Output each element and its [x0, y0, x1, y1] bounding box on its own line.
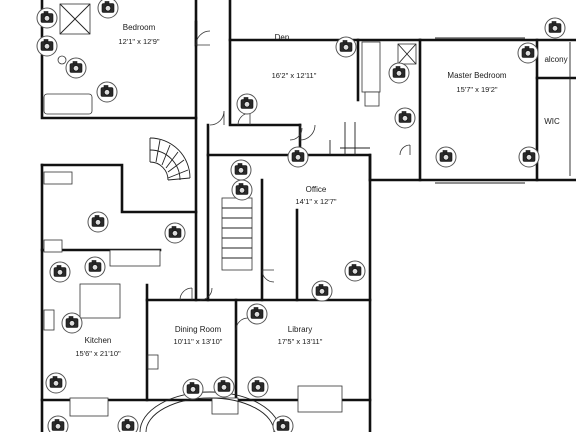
- kitchen-name: Kitchen: [85, 336, 112, 345]
- camera-icon[interactable]: [246, 303, 268, 325]
- camera-icon[interactable]: [335, 36, 357, 58]
- camera-icon[interactable]: [230, 159, 252, 181]
- room-labels: Bedroom 12'1" x 12'9" Den 16'2" x 12'11"…: [75, 23, 567, 358]
- camera-icon[interactable]: [96, 81, 118, 103]
- office-dims: 14'1" x 12'7": [295, 197, 336, 206]
- camera-icon[interactable]: [213, 376, 235, 398]
- fixtures: [43, 3, 571, 432]
- camera-icon[interactable]: [236, 93, 258, 115]
- camera-icon[interactable]: [117, 415, 139, 432]
- library-dims: 17'5" x 13'11": [278, 337, 323, 346]
- dining-room-dims: 10'11" x 13'10": [174, 337, 223, 346]
- camera-icon[interactable]: [61, 312, 83, 334]
- walls: [40, 0, 576, 432]
- camera-icon[interactable]: [84, 256, 106, 278]
- wic-name: WIC: [544, 117, 560, 126]
- camera-icon[interactable]: [344, 260, 366, 282]
- bedroom-dims: 12'1" x 12'9": [118, 37, 159, 46]
- den-name: Den: [275, 33, 290, 42]
- camera-icon[interactable]: [394, 107, 416, 129]
- camera-icon[interactable]: [36, 35, 58, 57]
- camera-icon[interactable]: [517, 42, 539, 64]
- balcony-name: alcony: [544, 55, 567, 64]
- camera-icon[interactable]: [311, 280, 333, 302]
- camera-icon[interactable]: [164, 222, 186, 244]
- camera-icon[interactable]: [518, 146, 540, 168]
- camera-icon[interactable]: [544, 17, 566, 39]
- office-name: Office: [306, 185, 327, 194]
- master-bedroom-dims: 15'7" x 19'2": [456, 85, 497, 94]
- bedroom-name: Bedroom: [123, 23, 156, 32]
- camera-icon[interactable]: [287, 146, 309, 168]
- library-name: Library: [288, 325, 312, 334]
- den-dims: 16'2" x 12'11": [272, 71, 317, 80]
- camera-icon[interactable]: [247, 376, 269, 398]
- camera-icon[interactable]: [45, 372, 67, 394]
- camera-icon[interactable]: [49, 261, 71, 283]
- camera-icon[interactable]: [272, 415, 294, 432]
- camera-icon[interactable]: [182, 378, 204, 400]
- camera-markers: [36, 0, 566, 432]
- camera-icon[interactable]: [97, 0, 119, 19]
- camera-icon[interactable]: [87, 211, 109, 233]
- camera-icon[interactable]: [435, 146, 457, 168]
- dining-room-name: Dining Room: [175, 325, 222, 334]
- camera-icon[interactable]: [388, 62, 410, 84]
- doors: [179, 30, 411, 331]
- camera-icon[interactable]: [65, 57, 87, 79]
- kitchen-dims: 15'6" x 21'10": [75, 349, 121, 358]
- camera-icon[interactable]: [231, 179, 253, 201]
- master-bedroom-name: Master Bedroom: [447, 71, 506, 80]
- camera-icon[interactable]: [36, 7, 58, 29]
- camera-icon[interactable]: [47, 415, 69, 432]
